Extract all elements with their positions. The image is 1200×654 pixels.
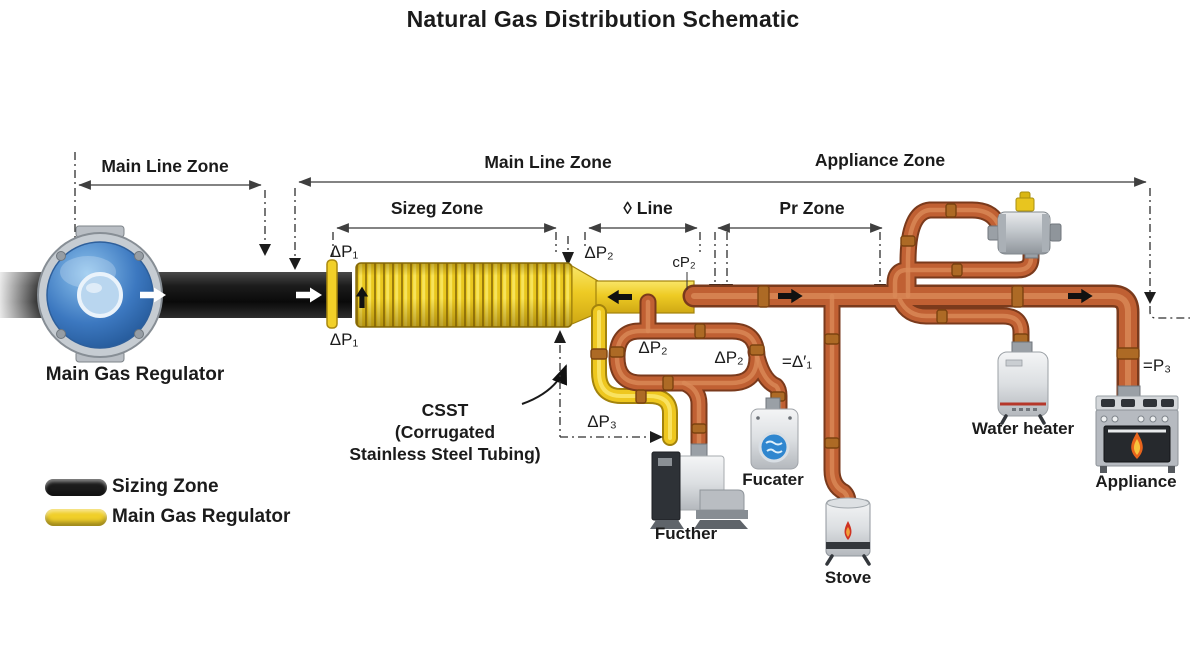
stove-appliance <box>825 497 871 566</box>
csst-label-line1: CSST <box>421 400 469 420</box>
range-label: Appliance <box>1095 472 1177 491</box>
pressure-label-dp2-loop-right: ΔP₂ <box>714 348 744 367</box>
secondary-regulator <box>987 191 1062 259</box>
csst-label-block: CSST (Corrugated Stainless Steel Tubing) <box>349 399 540 465</box>
zone-label-appliance: Appliance Zone <box>814 150 946 170</box>
legend-swatch-main-gas-regulator <box>45 509 107 526</box>
csst-label-line3: Stainless Steel Tubing) <box>349 444 541 464</box>
range-appliance <box>1095 385 1179 473</box>
water-heater-appliance <box>997 341 1049 425</box>
zone-label-main-line-center: Main Line Zone <box>484 152 612 172</box>
water-heater-label: Water heater <box>971 419 1075 438</box>
csst-tube <box>326 259 695 329</box>
page-title: Natural Gas Distribution Schematic <box>406 6 800 32</box>
pressure-label-cp2: cP₂ <box>672 254 696 271</box>
legend-swatch-sizing-zone <box>45 479 107 496</box>
furnace-label: Fucther <box>654 524 718 543</box>
pipe-couplings <box>590 203 1140 449</box>
legend-label-sizing-zone: Sizing Zone <box>112 476 219 497</box>
stove-label: Stove <box>824 568 872 587</box>
pressure-label-eq-delta1: =Δ′₁ <box>781 352 813 371</box>
tankless-heater-appliance <box>750 397 799 470</box>
pressure-label-eq-p3: =P₃ <box>1142 356 1172 375</box>
zone-label-main-line-left: Main Line Zone <box>101 156 229 176</box>
tankless-heater-label: Fucater <box>742 470 804 489</box>
pressure-label-dp2-main: ΔP₂ <box>584 243 614 262</box>
main-gas-regulator-graphic <box>37 225 163 363</box>
pressure-label-dp2-loop-left: ΔP₂ <box>638 338 668 357</box>
csst-pointer-arrow <box>521 364 567 405</box>
legend-label-main-gas-regulator: Main Gas Regulator <box>112 506 291 527</box>
main-regulator-label: Main Gas Regulator <box>45 364 225 385</box>
pressure-label-dp1-bottom: ΔP₁ <box>329 330 359 349</box>
furnace-appliance <box>650 443 748 529</box>
pressure-label-dp3: ΔP₃ <box>587 412 617 431</box>
zone-label-pr: Pr Zone <box>779 198 845 218</box>
zone-label-sizing: Sizeg Zone <box>390 198 484 218</box>
pressure-label-dp1-top: ΔP₁ <box>329 242 359 261</box>
csst-label-line2: (Corrugated <box>394 422 496 442</box>
zone-label-line: ◊ Line <box>623 198 673 218</box>
dp3-pointer <box>554 272 688 443</box>
